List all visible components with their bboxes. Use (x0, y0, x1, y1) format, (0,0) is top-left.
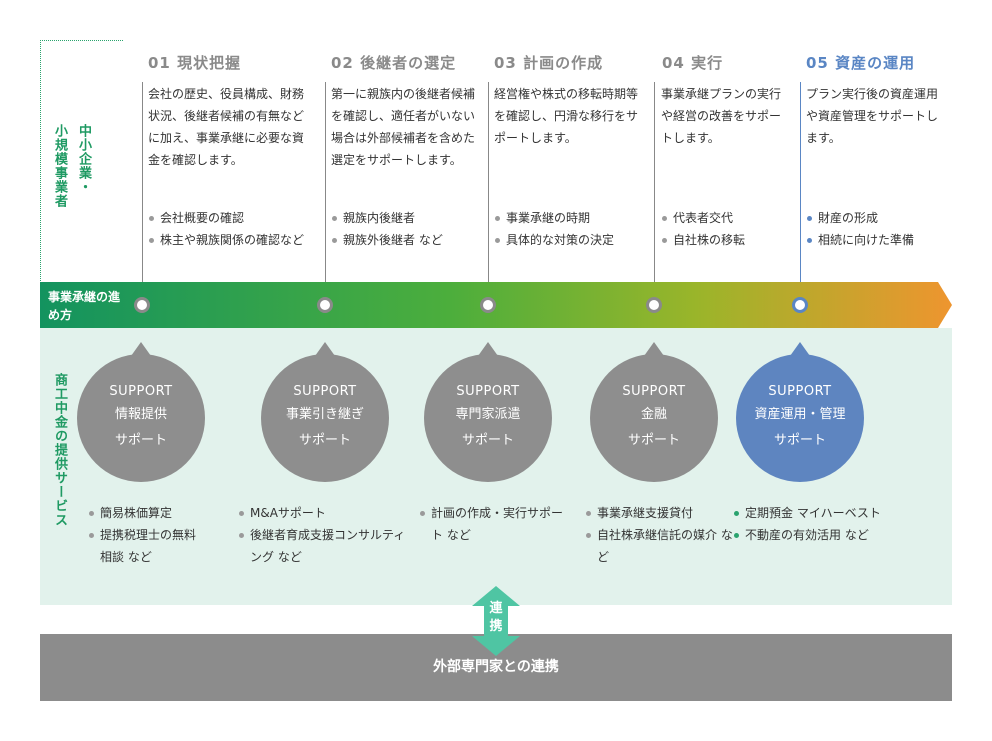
support-name-line2: サポート (627, 433, 680, 448)
support-finance-bullets: 事業承継支援貸付 自社株承継信託の媒介 など (585, 502, 733, 568)
step-5-marker (792, 297, 808, 313)
step-2-title: 02 後継者の選定 (331, 54, 457, 72)
support-info-bubble: SUPPORT 情報提供 サポート (77, 342, 205, 482)
services-label: 商工中金の提供サービス (52, 373, 67, 527)
support-asset-bubble: SUPPORT 資産運用・管理 サポート (736, 342, 864, 482)
link-label: 連携 (489, 601, 503, 634)
step-1-description: 会社の歴史、役員構成、財務状況、後継者候補の有無などに加え、事業承継に必要な資金… (148, 87, 305, 167)
support-bullet: 提携税理士の無料相談 など (88, 524, 206, 568)
support-bullet: 不動産の有効活用 など (733, 524, 951, 546)
step-2-bullets: 親族内後継者 親族外後継者 など (331, 207, 481, 251)
step-4-bullet: 自社株の移転 (661, 229, 791, 251)
double-arrow-icon (472, 586, 520, 656)
support-tag: SUPPORT (109, 384, 173, 399)
support-bullet: 事業承継支援貸付 (585, 502, 733, 524)
support-name-line1: 金融 (640, 407, 667, 422)
support-bullet: 定期預金 マイハーベスト (733, 502, 951, 524)
step-1-title: 01 現状把握 (148, 54, 242, 72)
support-tag: SUPPORT (622, 384, 686, 399)
company-label-line1: 中小企業・ (76, 124, 91, 194)
step-4-description: 事業承継プランの実行や経営の改善をサポートします。 (661, 87, 782, 145)
support-asset-bullets: 定期預金 マイハーベスト 不動産の有効活用 など (733, 502, 951, 546)
support-name-line1: 情報提供 (114, 407, 167, 422)
step-4-bullet: 代表者交代 (661, 207, 791, 229)
support-tag: SUPPORT (456, 384, 520, 399)
support-tag: SUPPORT (293, 384, 357, 399)
process-arrow-band (40, 282, 952, 328)
support-finance-bubble: SUPPORT 金融 サポート (590, 342, 718, 482)
step-2-description: 第一に親族内の後継者候補を確認し、適任者がいない場合は外部候補者を含めた選定をサ… (331, 87, 476, 167)
step-1-bullet: 株主や親族関係の確認など (148, 229, 318, 251)
step-1-bullet: 会社概要の確認 (148, 207, 318, 229)
step-5-description: プラン実行後の資産運用や資産管理をサポートします。 (806, 87, 939, 145)
support-name-line1: 専門家派遣 (455, 407, 521, 422)
step-4-title: 04 実行 (662, 54, 724, 72)
step-4-bullets: 代表者交代 自社株の移転 (661, 207, 791, 251)
step-5-bullet: 相続に向けた準備 (806, 229, 948, 251)
support-name-line2: サポート (114, 433, 167, 448)
step-2-marker (317, 297, 333, 313)
step-3-description: 経営権や株式の移転時期等を確認し、円滑な移行をサポートします。 (494, 87, 639, 145)
support-name-line1: 事業引き継ぎ (285, 407, 364, 422)
support-bullet: 自社株承継信託の媒介 など (585, 524, 733, 568)
step-3-bullet: 具体的な対策の決定 (494, 229, 650, 251)
step-5-bullet: 財産の形成 (806, 207, 948, 229)
support-name-line2: サポート (298, 433, 351, 448)
step-2-bullet: 親族外後継者 など (331, 229, 481, 251)
support-bullet: 後継者育成支援コンサルティング など (238, 524, 410, 568)
step-2-bullet: 親族内後継者 (331, 207, 481, 229)
support-info-bullets: 簡易株価算定 提携税理士の無料相談 など (88, 502, 206, 568)
support-name-line2: サポート (773, 433, 826, 448)
step-5-title: 05 資産の運用 (806, 54, 916, 72)
support-expert-bullets: 計画の作成・実行サポート など (419, 502, 565, 546)
step-3-bullets: 事業承継の時期 具体的な対策の決定 (494, 207, 650, 251)
frame-top-border (40, 40, 123, 41)
company-label-line2: 小規模事業者 (52, 124, 67, 208)
step-5-connector (800, 82, 801, 290)
step-3-title: 03 計画の作成 (494, 54, 604, 72)
support-bullet: M&Aサポート (238, 502, 410, 524)
process-label: 事業承継の進め方 (48, 290, 121, 322)
support-expert-bubble: SUPPORT 専門家派遣 サポート (424, 342, 552, 482)
step-2-connector (325, 82, 326, 290)
step-1-marker (134, 297, 150, 313)
step-5-bullets: 財産の形成 相続に向けた準備 (806, 207, 948, 251)
support-tag: SUPPORT (768, 384, 832, 399)
support-succession-bubble: SUPPORT 事業引き継ぎ サポート (261, 342, 389, 482)
step-1-bullets: 会社概要の確認 株主や親族関係の確認など (148, 207, 318, 251)
step-3-marker (480, 297, 496, 313)
support-bullet: 簡易株価算定 (88, 502, 206, 524)
step-3-connector (488, 82, 489, 290)
step-3-bullet: 事業承継の時期 (494, 207, 650, 229)
step-1-connector (142, 82, 143, 290)
support-bullet: 計画の作成・実行サポート など (419, 502, 565, 546)
step-4-connector (654, 82, 655, 290)
support-name-line1: 資産運用・管理 (754, 407, 846, 422)
step-4-marker (646, 297, 662, 313)
support-succession-bullets: M&Aサポート 後継者育成支援コンサルティング など (238, 502, 410, 568)
support-name-line2: サポート (461, 433, 514, 448)
